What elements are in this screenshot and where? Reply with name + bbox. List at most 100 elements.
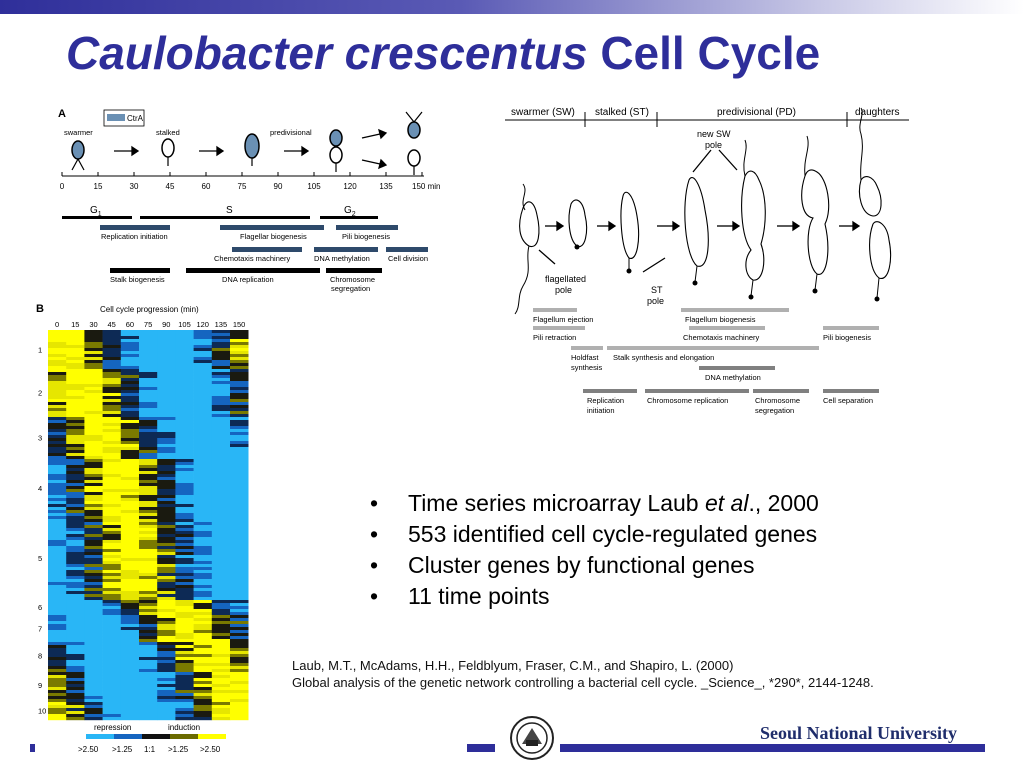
heatmap-cell [48,528,67,532]
heatmap-cell [230,435,249,439]
heatmap-cell [84,489,103,493]
heatmap-cell [84,609,103,613]
heatmap-cell [102,435,122,439]
heatmap-cell [84,486,103,490]
heatmap-cell [175,531,194,535]
heatmap-cell [84,330,103,334]
heatmap-cell [157,477,176,481]
heatmap-cell [211,690,231,694]
heatmap-cell [211,354,231,358]
bullet-glyph: • [370,521,379,547]
heatmap-cell [102,543,122,547]
heatmap-cell [139,492,158,496]
heatmap-cell [139,438,158,442]
heatmap-cell [102,699,122,703]
heatmap-cell [102,468,122,472]
label-new-sw-2: pole [705,140,722,150]
heatmap-cell [211,669,231,673]
heatmap-cell [120,648,140,652]
heatmap-cell [157,633,176,637]
heatmap-cell [102,561,122,565]
heatmap-cell [230,534,249,538]
heatmap-cell [48,336,67,340]
heatmap-cell [230,588,249,592]
heatmap-cell [193,396,213,400]
heatmap-cell [211,615,231,619]
heatmap-cell [84,711,103,715]
heatmap-cell [193,624,213,628]
heatmap-cell [48,555,67,559]
heatmap-cell [139,348,158,352]
heatmap-cell [193,360,213,364]
heatmap-cell [211,534,231,538]
heatmap-cell [66,579,85,583]
g2-bar [320,216,378,219]
heatmap-cell [211,642,231,646]
heatmap-cell [230,627,249,631]
heatmap-cell [175,552,194,556]
heatmap-cell [157,717,176,721]
heatmap-cell [84,336,103,340]
heatmap-cell [230,468,249,472]
heatmap-cell [157,609,176,613]
heatmap-cell [230,621,249,625]
heatmap-cell [230,450,249,454]
heatmap-cell [102,531,122,535]
heatmap-cell [48,516,67,520]
heatmap-cell [120,585,140,589]
heatmap-cell [230,609,249,613]
heatmap-cell [48,414,67,418]
heatmap-cell [157,348,176,352]
heatmap-cell [66,669,85,673]
heatmap-cell [84,501,103,505]
heatmap-cell [230,672,249,676]
heatmap-cell [139,570,158,574]
heatmap-cell [102,708,122,712]
heatmap-cell [120,543,140,547]
heatmap-cell [193,609,213,613]
heatmap-cell [120,375,140,379]
heatmap-cell [84,552,103,556]
heatmap-cell [157,660,176,664]
heatmap-cell [157,408,176,412]
heatmap-cell [102,507,122,511]
heatmap-cell [139,603,158,607]
heatmap-cell [230,501,249,505]
heatmap-cell [84,558,103,562]
heatmap-cell [120,378,140,382]
heatmap-cell [193,648,213,652]
heatmap-cell [84,648,103,652]
footer-mark [30,744,35,752]
heatmap-column-label: 105 [178,320,191,329]
heatmap-cell [157,603,176,607]
heatmap-cell [120,345,140,349]
heatmap-cell [175,411,194,415]
heatmap-cell [102,441,122,445]
heatmap-cell [175,456,194,460]
heatmap-cell [157,543,176,547]
heatmap-cell [211,387,231,391]
heatmap-cell [48,582,67,586]
heatmap-cell [193,690,213,694]
predivisional-cell-icon [244,133,260,166]
heatmap-cell [175,384,194,388]
heatmap-cell [84,414,103,418]
heatmap-cell [66,612,85,616]
heatmap-cell [66,447,85,451]
heatmap-cell [48,435,67,439]
heatmap-cell [84,465,103,469]
heatmap-cell [211,597,231,601]
heatmap-cell [84,432,103,436]
heatmap-cell [139,609,158,613]
heatmap-cell [48,717,67,721]
heatmap-cell [102,618,122,622]
heatmap-cell [84,525,103,529]
heatmap-cell [157,429,176,433]
heatmap-cell [139,351,158,355]
heatmap-cell [193,576,213,580]
heatmap-cell [193,678,213,682]
tick-135: 135 [379,182,393,191]
heatmap-cell [84,684,103,688]
heatmap-cell [84,405,103,409]
heatmap-cell [120,369,140,373]
